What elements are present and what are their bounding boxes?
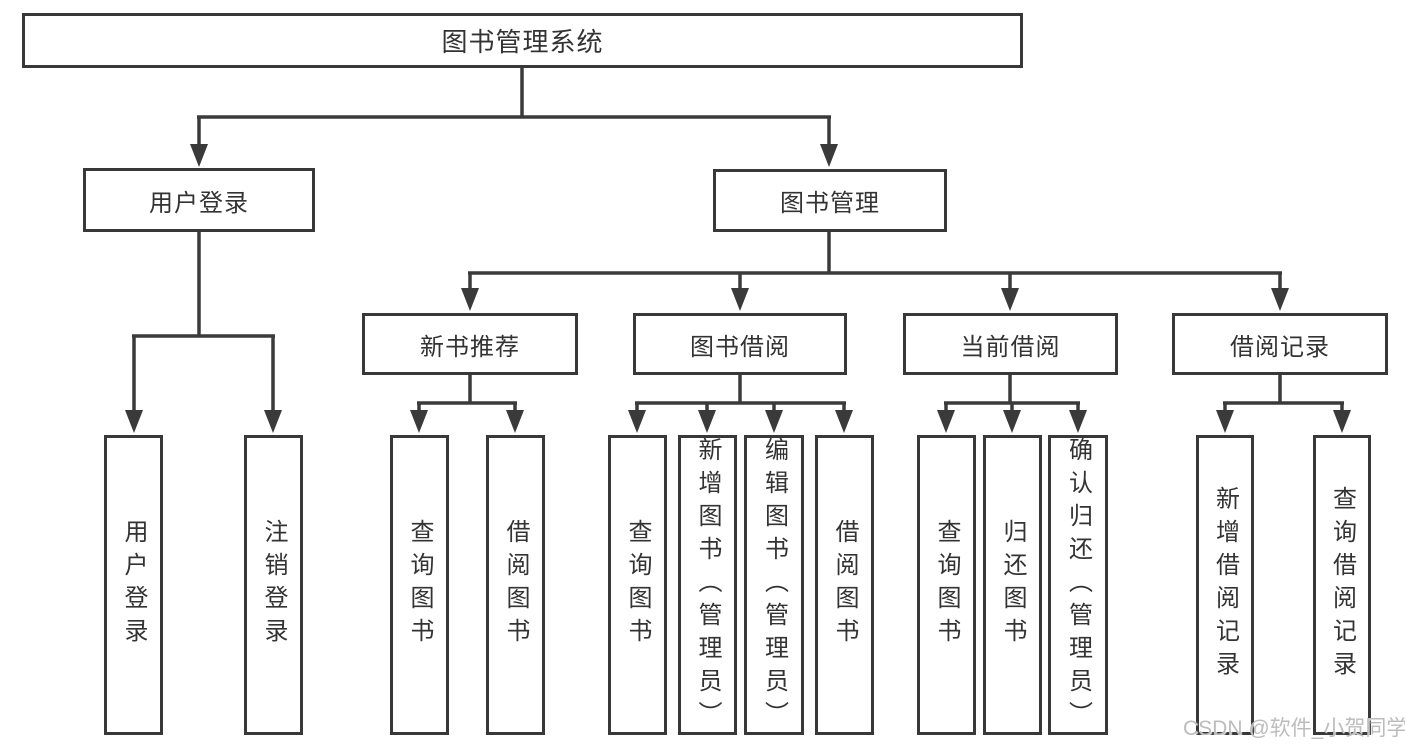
leaf-label: 查询图书	[624, 519, 651, 651]
node-user-login: 用户登录	[83, 168, 315, 232]
leaf-add-books-admin: 新增图书（管理员）	[678, 435, 737, 735]
leaf-borrow-books-borrowing: 借阅图书	[815, 435, 874, 735]
leaf-query-borrow-record: 查询借阅记录	[1313, 435, 1371, 735]
leaf-borrow-books-recommend: 借阅图书	[486, 435, 545, 735]
leaf-return-books: 归还图书	[983, 435, 1042, 735]
node-library-system: 图书管理系统	[22, 13, 1023, 68]
leaf-logout: 注销登录	[244, 435, 303, 735]
leaf-label: 查询图书	[406, 519, 433, 651]
leaf-label: 注销登录	[260, 519, 287, 651]
leaf-label: 用户登录	[120, 519, 147, 651]
leaf-label: 借阅图书	[831, 519, 858, 651]
leaf-label: 归还图书	[999, 519, 1026, 651]
leaf-label: 新增图书（管理员）	[694, 436, 721, 734]
leaf-label: 借阅图书	[502, 519, 529, 651]
csdn-watermark: CSDN @软件_小贺同学	[1183, 717, 1405, 740]
node-book-borrowing: 图书借阅	[633, 313, 847, 375]
leaf-query-books-current: 查询图书	[917, 435, 976, 735]
leaf-query-books-borrowing: 查询图书	[608, 435, 667, 735]
arrowheads	[125, 144, 1351, 433]
leaf-label: 新增借阅记录	[1211, 486, 1239, 684]
leaf-user-login: 用户登录	[104, 435, 163, 735]
node-new-book-recommend: 新书推荐	[362, 313, 578, 375]
leaf-label: 确认归还（管理员）	[1064, 436, 1092, 734]
leaf-edit-books-admin: 编辑图书（管理员）	[744, 435, 804, 735]
node-book-management: 图书管理	[713, 169, 947, 232]
leaf-label: 查询借阅记录	[1328, 486, 1356, 684]
leaf-add-borrow-record: 新增借阅记录	[1196, 435, 1254, 735]
node-borrowing-records: 借阅记录	[1172, 313, 1388, 375]
leaf-query-books-recommend: 查询图书	[390, 435, 449, 735]
node-current-borrowing: 当前借阅	[903, 313, 1118, 375]
leaf-confirm-return-admin: 确认归还（管理员）	[1048, 435, 1108, 735]
leaf-label: 编辑图书（管理员）	[760, 436, 788, 734]
leaf-label: 查询图书	[933, 519, 960, 651]
